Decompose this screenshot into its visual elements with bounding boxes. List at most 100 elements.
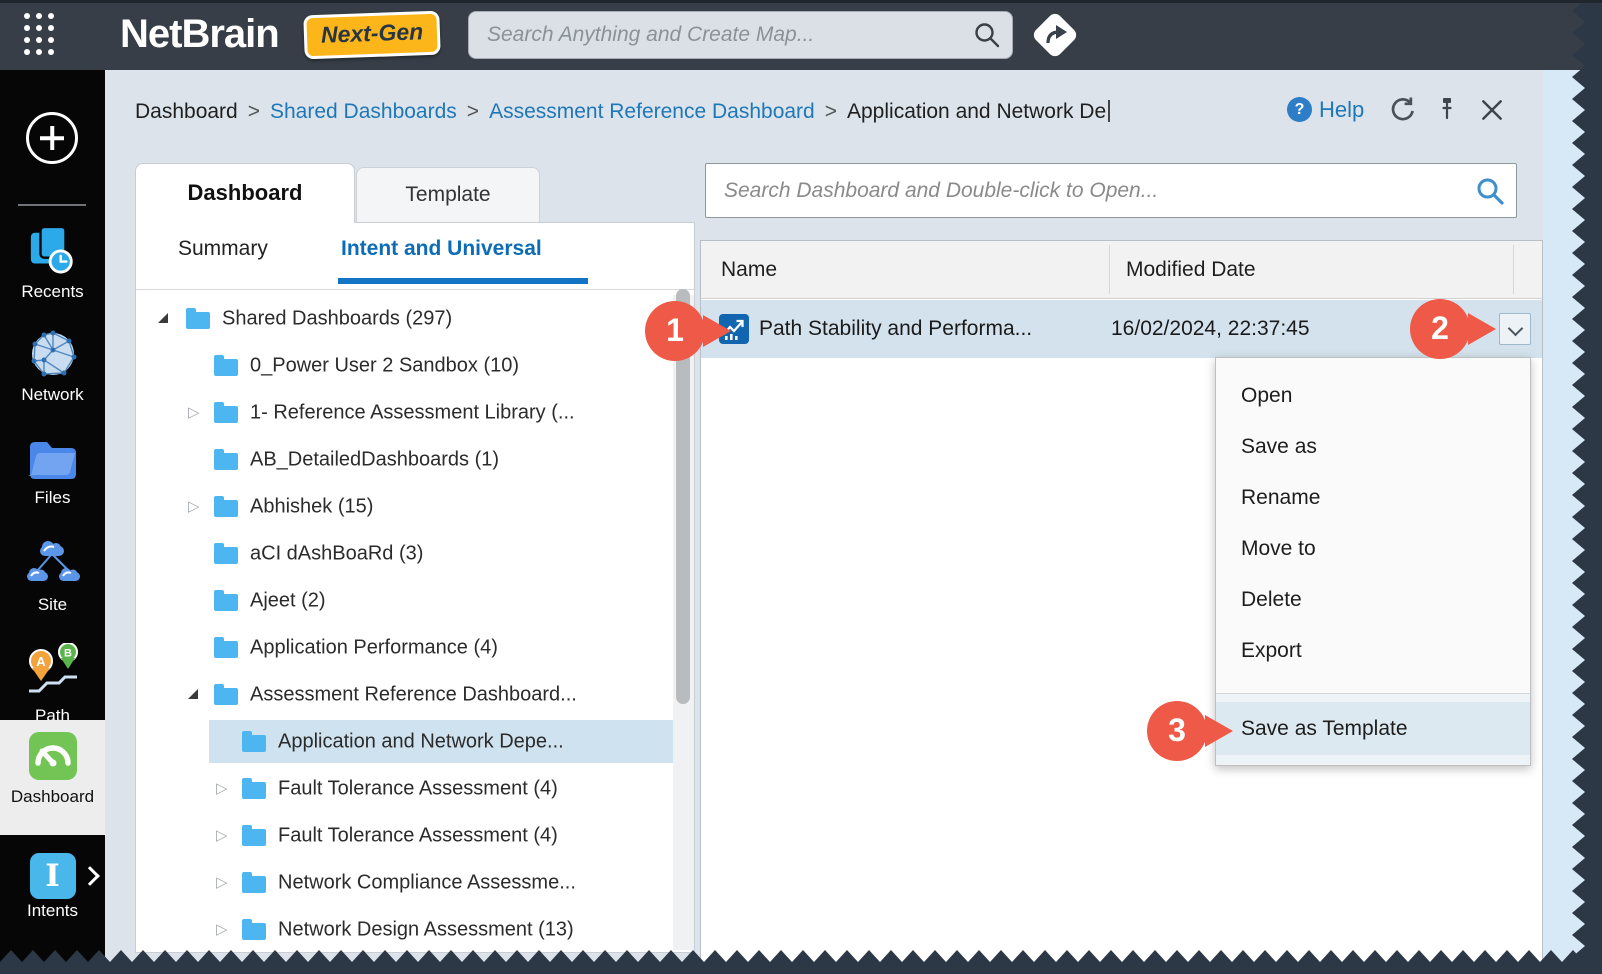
tree-item-label: Assessment Reference Dashboard... — [250, 683, 577, 705]
column-header-name[interactable]: Name — [721, 258, 778, 281]
sidebar: Recents Network — [0, 70, 105, 974]
sidebar-item-path[interactable]: A B Path — [0, 642, 105, 726]
collapsed-expander-icon[interactable]: ▷ — [216, 873, 228, 891]
menu-item-export[interactable]: Export — [1241, 639, 1302, 662]
add-button[interactable] — [26, 112, 78, 164]
tree-item-label: 0_Power User 2 Sandbox (10) — [250, 354, 520, 376]
folder-icon — [242, 871, 266, 893]
redirect-icon[interactable] — [1030, 10, 1080, 60]
tree-item[interactable]: ▷ Network Design Assessment (13) — [136, 906, 691, 953]
collapsed-expander-icon[interactable]: ▷ — [216, 779, 228, 797]
svg-text:A: A — [36, 654, 46, 669]
folder-icon — [214, 589, 238, 611]
collapsed-expander-icon[interactable]: ▷ — [216, 920, 228, 938]
breadcrumb-item: Application and Network De — [847, 100, 1107, 123]
menu-item-save-as-template[interactable]: Save as Template — [1216, 702, 1530, 755]
column-divider[interactable] — [1513, 245, 1514, 294]
sidebar-item-files[interactable]: Files — [0, 437, 105, 508]
search-icon[interactable] — [1475, 176, 1505, 211]
tree-item[interactable]: Application Performance (4) — [136, 624, 691, 671]
refresh-icon[interactable] — [1388, 96, 1415, 123]
sidebar-item-site[interactable]: Site — [0, 540, 105, 615]
sidebar-item-network[interactable]: Network — [0, 330, 105, 405]
tree-item-label: Fault Tolerance Assessment (4) — [278, 777, 558, 799]
folder-icon — [214, 636, 238, 658]
expanded-expander-icon[interactable] — [158, 312, 168, 323]
tab-template[interactable]: Template — [356, 167, 540, 223]
row-modified-date: 16/02/2024, 22:37:45 — [1111, 317, 1310, 340]
tree-scrollbar-thumb[interactable] — [676, 289, 690, 704]
collapsed-expander-icon[interactable]: ▷ — [216, 826, 228, 844]
sidebar-item-label: Dashboard — [10, 787, 95, 806]
tree-item-label: Application and Network Depe... — [278, 730, 564, 752]
subtab-intent-and-universal[interactable]: Intent and Universal — [341, 237, 542, 260]
sidebar-item-dashboard[interactable]: Dashboard — [0, 720, 105, 835]
breadcrumb-separator: > — [247, 100, 260, 123]
menu-item-move-to[interactable]: Move to — [1241, 537, 1316, 560]
dashboard-search-input[interactable] — [705, 163, 1517, 218]
folder-icon — [186, 307, 210, 329]
row-actions-dropdown-button[interactable] — [1499, 313, 1531, 345]
folder-icon — [242, 824, 266, 846]
tree-item[interactable]: Application and Network Depe... — [136, 718, 691, 765]
network-icon — [29, 330, 77, 383]
text-caret — [1108, 100, 1111, 122]
sidebar-item-label: Site — [37, 595, 68, 614]
tree-item-label: 1- Reference Assessment Library (... — [250, 401, 575, 423]
column-divider[interactable] — [1109, 245, 1110, 294]
column-header-modified-date[interactable]: Modified Date — [1126, 258, 1256, 281]
tree: Shared Dashboards (297) 0_Power User 2 Sa… — [136, 223, 694, 952]
sidebar-item-intents[interactable]: I Intents — [0, 853, 105, 921]
help-link[interactable]: ? Help — [1287, 97, 1364, 123]
tree-item[interactable]: ▷Fault Tolerance Assessment (4) — [136, 812, 691, 859]
tree-item[interactable]: ▷Network Compliance Assessme... — [136, 859, 691, 906]
menu-item-save-as[interactable]: Save as — [1241, 435, 1317, 458]
dashboard-panel: Dashboard Template Summary Intent and Un… — [135, 163, 695, 953]
tree-item[interactable]: Ajeet (2) — [136, 577, 691, 624]
path-icon: A B — [25, 642, 81, 704]
chevron-right-icon[interactable] — [80, 866, 100, 886]
collapsed-expander-icon[interactable]: ▷ — [188, 403, 200, 421]
help-icon: ? — [1287, 97, 1312, 122]
folder-icon — [214, 401, 238, 423]
tree-item[interactable]: ▷ Fault Tolerance Assessment (4) — [136, 765, 691, 812]
breadcrumb-item[interactable]: Assessment Reference Dashboard — [489, 100, 815, 123]
expanded-expander-icon[interactable] — [188, 688, 198, 699]
subtab-summary[interactable]: Summary — [178, 237, 268, 260]
tree-item[interactable]: ▷ 1- Reference Assessment Library (... — [136, 389, 691, 436]
close-icon[interactable] — [1479, 97, 1505, 123]
breadcrumb-separator: > — [466, 100, 480, 123]
top-bar: NetBrain Next-Gen — [0, 0, 1602, 70]
pin-icon[interactable] — [1439, 97, 1455, 123]
tree-item[interactable]: 0_Power User 2 Sandbox (10) — [136, 342, 691, 389]
folder-icon — [214, 683, 238, 705]
chevron-down-icon — [1507, 320, 1524, 337]
search-icon[interactable] — [973, 21, 1001, 54]
tree-item[interactable]: ▷ Abhishek (15) — [136, 483, 691, 530]
menu-item-open[interactable]: Open — [1241, 384, 1293, 407]
tree-item-label: Network Design Assessment (13) — [278, 918, 574, 940]
global-search-input[interactable] — [468, 11, 1013, 59]
tree-item-label: Abhishek (15) — [250, 495, 374, 517]
global-search — [468, 11, 1013, 59]
annotation-pin-3: 3 — [1147, 701, 1233, 761]
active-subtab-underline — [338, 278, 588, 284]
dashboard-search — [705, 163, 1517, 218]
tree-item[interactable]: Shared Dashboards (297) — [136, 295, 691, 342]
tree-item[interactable]: Assessment Reference Dashboard... — [136, 671, 691, 718]
tree-item[interactable]: AB_DetailedDashboards (1) — [136, 436, 691, 483]
tab-dashboard[interactable]: Dashboard — [135, 163, 355, 223]
files-icon — [27, 437, 78, 486]
collapsed-expander-icon[interactable]: ▷ — [188, 497, 200, 515]
folder-icon — [242, 730, 266, 752]
menu-item-delete[interactable]: Delete — [1241, 588, 1302, 611]
menu-item-rename[interactable]: Rename — [1241, 486, 1321, 509]
breadcrumb-item: Dashboard — [135, 100, 238, 123]
apps-grid-icon[interactable] — [24, 13, 64, 59]
table-row[interactable]: Path Stability and Performa...16/02/2024… — [701, 300, 1542, 358]
tree-item[interactable]: aCI dAshBoaRd (3) — [136, 530, 691, 577]
breadcrumb-item[interactable]: Shared Dashboards — [270, 100, 457, 123]
sidebar-item-recents[interactable]: Recents — [0, 225, 105, 302]
dashboard-gauge-icon — [28, 732, 77, 780]
